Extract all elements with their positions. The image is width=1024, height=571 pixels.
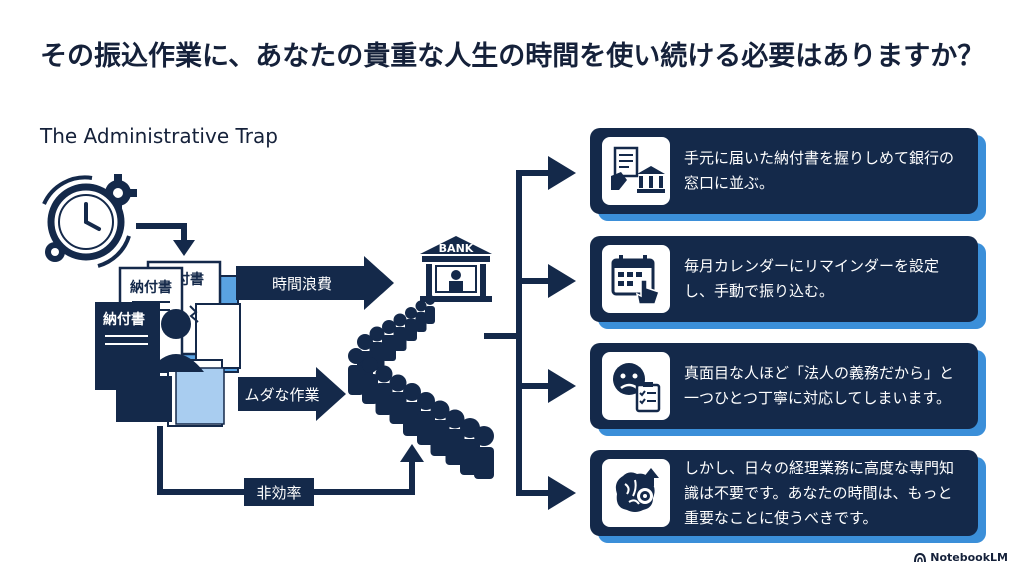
page-subtitle: The Administrative Trap	[40, 124, 278, 148]
brain-gear-icon	[602, 459, 670, 527]
clock-gear-icon	[42, 174, 137, 268]
card-legal-obligation: 真面目な人ほど「法人の義務だから」と一つひとつ丁寧に対応してしまいます。	[590, 343, 978, 429]
invoice-label: 納付書	[130, 279, 172, 296]
waste-of-time-arrow	[236, 256, 394, 310]
card-text: 真面目な人ほど「法人の義務だから」と一つひとつ丁寧に対応してしまいます。	[684, 364, 955, 407]
queue-of-people	[348, 295, 494, 479]
inefficiency-arrow	[157, 426, 424, 506]
invoice-bank-icon	[602, 137, 670, 205]
invoice-label: 納付書	[103, 311, 145, 328]
arrow-label-inefficiency: 非効率	[256, 483, 302, 502]
bank-icon: BANK	[420, 236, 492, 302]
card-calendar-reminder: 毎月カレンダーにリマインダーを設定し、手動で振り込む。	[590, 236, 978, 322]
page-title: その振込作業に、あなたの貴重な人生の時間を使い続ける必要はありますか？	[40, 41, 985, 72]
worried-checklist-icon	[602, 352, 670, 420]
arrow-label-waste-of-time: 時間浪費	[271, 274, 332, 293]
notebooklm-logo-icon	[914, 552, 927, 562]
branch-connector	[484, 156, 576, 510]
card-text: 手元に届いた納付書を握りしめて銀行の窓口に並ぶ。	[684, 149, 955, 192]
card-text: 毎月カレンダーにリマインダーを設定し、手動で振り込む。	[684, 257, 940, 300]
arrow-label-wasted-work: ムダな作業	[244, 385, 320, 404]
card-text: しかし、日々の経理業務に高度な専門知識は不要です。あなたの時間は、もっと重要なこ…	[684, 458, 955, 527]
bank-label: BANK	[439, 242, 474, 255]
card-expertise-not-needed: しかし、日々の経理業務に高度な専門知識は不要です。あなたの時間は、もっと重要なこ…	[590, 450, 978, 536]
invoice-stack-icon: 納付書 納付書 納付書	[95, 260, 241, 427]
brand-mark: NotebookLM	[914, 551, 1008, 564]
calendar-click-icon	[602, 245, 670, 313]
brand-label: NotebookLM	[930, 551, 1008, 564]
card-bank-queue: 手元に届いた納付書を握りしめて銀行の窓口に並ぶ。	[590, 128, 978, 214]
wasted-work-arrow	[238, 367, 346, 421]
